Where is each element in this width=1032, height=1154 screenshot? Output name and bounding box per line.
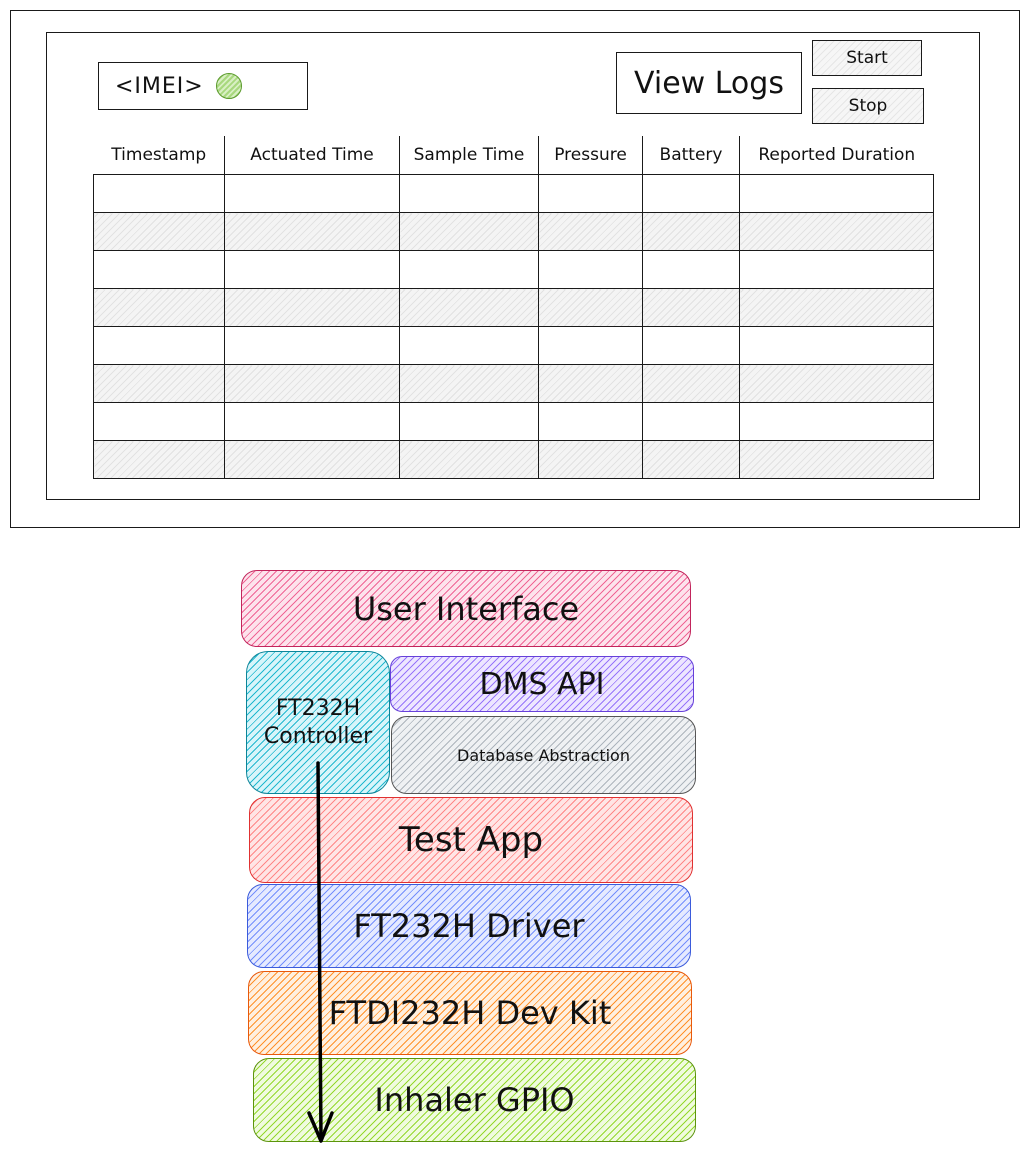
table-row[interactable]: [93, 212, 934, 251]
table-cell: [538, 212, 643, 251]
logs-table-container: Timestamp Actuated Time Sample Time Pres…: [93, 136, 934, 479]
view-logs-title: View Logs: [616, 52, 802, 114]
layer-label: User Interface: [352, 589, 580, 628]
table-cell: [93, 402, 225, 441]
start-button[interactable]: Start: [812, 40, 922, 76]
table-cell: [642, 402, 740, 441]
table-cell: [399, 250, 539, 289]
table-cell: [224, 212, 400, 251]
layer-dms-api: DMS API: [390, 656, 694, 712]
table-cell: [224, 174, 400, 213]
table-cell: [739, 364, 934, 403]
wireframe-window: [46, 32, 980, 500]
layer-label: Database Abstraction: [457, 745, 630, 765]
table-header-row: Timestamp Actuated Time Sample Time Pres…: [94, 136, 934, 175]
table-cell: [224, 364, 400, 403]
layer-label: Inhaler GPIO: [374, 1081, 575, 1119]
table-cell: [642, 212, 740, 251]
table-cell: [642, 174, 740, 213]
table-cell: [642, 326, 740, 365]
column-header-actuated-time[interactable]: Actuated Time: [224, 136, 400, 175]
table-cell: [93, 440, 225, 479]
table-cell: [399, 364, 539, 403]
table-cell: [739, 212, 934, 251]
table-cell: [538, 288, 643, 327]
control-flow-arrow: [307, 761, 334, 1143]
column-header-pressure[interactable]: Pressure: [538, 136, 643, 175]
column-header-reported-duration[interactable]: Reported Duration: [739, 136, 934, 175]
stop-button[interactable]: Stop: [812, 88, 924, 124]
layer-label: Controller: [263, 723, 373, 749]
table-cell: [538, 326, 643, 365]
layer-test-app: Test App: [249, 797, 693, 883]
table-cell: [739, 174, 934, 213]
table-cell: [538, 250, 643, 289]
table-cell: [399, 212, 539, 251]
table-cell: [224, 326, 400, 365]
table-cell: [93, 212, 225, 251]
layer-label: FTDI232H Dev Kit: [328, 994, 612, 1032]
column-header-sample-time[interactable]: Sample Time: [399, 136, 539, 175]
connection-status-icon: [215, 73, 242, 99]
layer-user-interface: User Interface: [241, 570, 691, 647]
layer-label: Test App: [398, 820, 544, 860]
table-cell: [399, 288, 539, 327]
imei-label: <IMEI>: [115, 73, 204, 99]
table-cell: [399, 174, 539, 213]
table-row[interactable]: [93, 364, 934, 403]
table-cell: [224, 440, 400, 479]
table-cell: [93, 288, 225, 327]
table-cell: [538, 174, 643, 213]
table-cell: [93, 364, 225, 403]
layer-label: DMS API: [479, 666, 605, 702]
table-cell: [224, 250, 400, 289]
table-row[interactable]: [93, 250, 934, 289]
layer-dev-kit: FTDI232H Dev Kit: [248, 971, 692, 1055]
table-cell: [642, 250, 740, 289]
column-header-battery[interactable]: Battery: [642, 136, 740, 175]
table-cell: [538, 364, 643, 403]
table-cell: [739, 250, 934, 289]
table-row[interactable]: [93, 174, 934, 213]
table-cell: [642, 440, 740, 479]
table-row[interactable]: [93, 288, 934, 327]
table-cell: [739, 288, 934, 327]
layer-database-abstraction: Database Abstraction: [391, 716, 696, 794]
table-row[interactable]: [93, 440, 934, 479]
layer-inhaler-gpio: Inhaler GPIO: [253, 1058, 696, 1142]
table-cell: [224, 402, 400, 441]
wireframe-outer-frame: [10, 10, 1020, 528]
table-cell: [739, 402, 934, 441]
column-header-timestamp[interactable]: Timestamp: [111, 145, 207, 165]
table-cell: [739, 440, 934, 479]
table-cell: [224, 288, 400, 327]
layer-label: FT232H: [275, 696, 361, 721]
table-cell: [93, 326, 225, 365]
table-cell: [93, 174, 225, 213]
table-cell: [399, 326, 539, 365]
layer-label: FT232H Driver: [353, 907, 585, 945]
table-cell: [538, 402, 643, 441]
table-cell: [93, 250, 225, 289]
table-cell: [538, 440, 643, 479]
imei-display: <IMEI>: [98, 62, 308, 110]
table-cell: [399, 440, 539, 479]
table-cell: [399, 402, 539, 441]
table-cell: [642, 364, 740, 403]
logs-table: Timestamp Actuated Time Sample Time Pres…: [93, 136, 934, 479]
table-cell: [642, 288, 740, 327]
table-row[interactable]: [93, 402, 934, 441]
table-row[interactable]: [93, 326, 934, 365]
table-cell: [739, 326, 934, 365]
